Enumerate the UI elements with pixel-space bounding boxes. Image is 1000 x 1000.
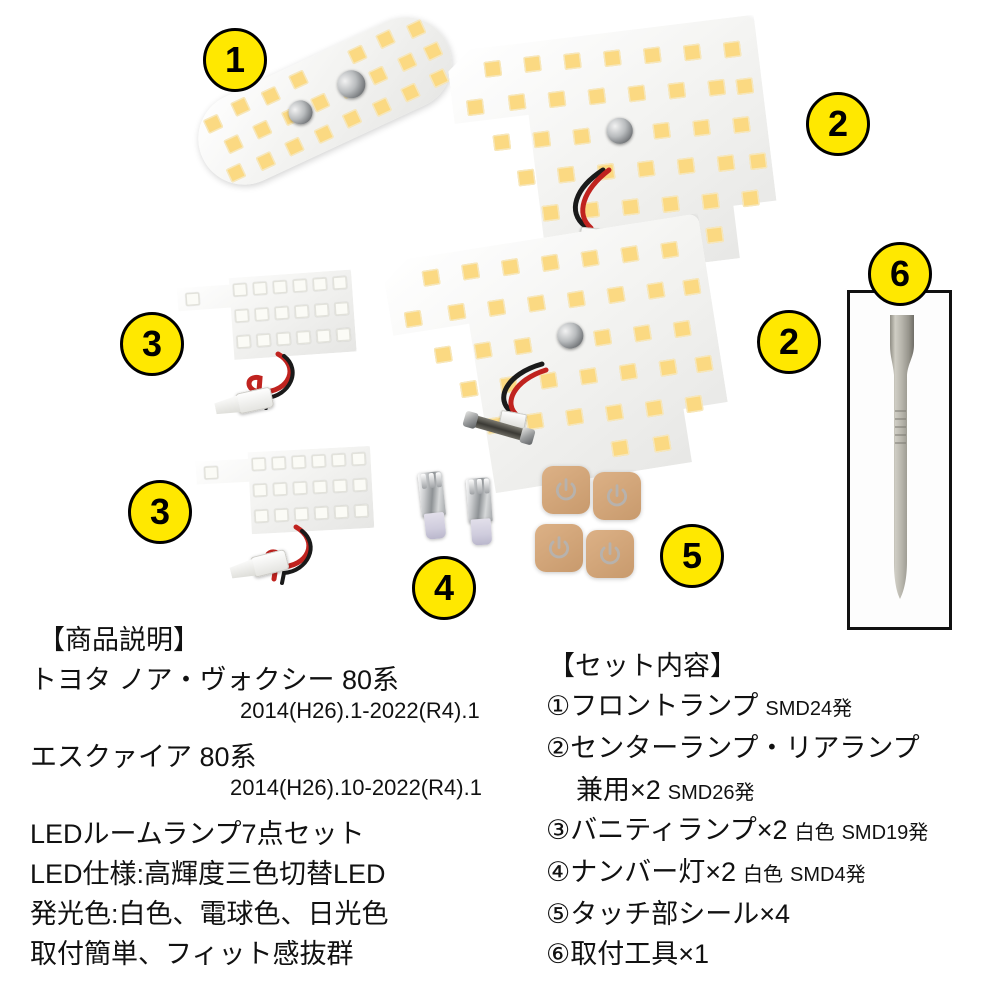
set-item-2-label: センターランプ・リアランプ [570, 733, 920, 763]
set-item-3-marker: ③ [546, 815, 571, 845]
set-item-4-marker: ④ [546, 857, 571, 887]
touch-sticker-2 [593, 472, 641, 520]
install-pry-tool [878, 311, 926, 611]
set-item-6-label: 取付工具×1 [570, 939, 710, 969]
set-item-1-label: フロントランプ [570, 691, 759, 721]
set-item-4-color: 白色 [743, 864, 784, 886]
callout-badge-3-lower: 3 [128, 480, 192, 544]
pry-tool-shape [890, 315, 914, 599]
set-item-3-spec: SMD19発 [841, 822, 929, 844]
set-item-1-spec: SMD24発 [765, 698, 853, 720]
description-line-fit: 取付簡単、フィット感抜群 [30, 939, 354, 969]
power-symbol-icon [606, 484, 628, 507]
description-line-colors: 発光色:白色、電球色、日光色 [30, 899, 389, 929]
set-item-2-spec: SMD26発 [667, 782, 755, 804]
description-line-spec: LED仕様:高輝度三色切替LED [30, 859, 386, 889]
set-contents-heading: 【セット内容】 [548, 651, 737, 681]
center-rear-lamp-screw-post-lower [555, 320, 586, 351]
touch-sticker-3 [535, 524, 583, 572]
set-item-4-spec: SMD4発 [790, 864, 866, 886]
power-symbol-icon [555, 478, 577, 501]
callout-badge-6: 6 [868, 242, 932, 306]
set-item-4-label: ナンバー灯×2 [570, 857, 737, 887]
description-heading: 【商品説明】 [38, 625, 200, 655]
center-rear-lamp-screw-post-upper [605, 116, 635, 146]
power-symbol-icon [548, 536, 570, 559]
set-item-2: ②センターランプ・リアランプ [546, 726, 920, 765]
description-date-esquire: 2014(H26).10-2022(R4).1 [230, 775, 482, 800]
set-item-2-continued: 兼用×2 SMD26発 [576, 768, 755, 807]
license-plate-bulb-2 [463, 477, 498, 547]
festoon-wire-upper [545, 167, 655, 258]
set-item-1-marker: ① [546, 691, 571, 721]
install-tool-frame [847, 290, 952, 630]
front-lamp-screw-post-2 [332, 65, 371, 103]
description-line-set: LEDルームランプ7点セット [30, 819, 365, 849]
set-item-2-marker: ② [546, 733, 571, 763]
set-item-2-label2: 兼用×2 [576, 775, 661, 805]
touch-sticker-1 [542, 466, 590, 514]
set-item-1: ①フロントランプ SMD24発 [546, 684, 852, 723]
power-symbol-icon [599, 542, 621, 565]
description-line-vehicle-noah: トヨタ ノア・ヴォクシー 80系 [30, 665, 400, 695]
callout-badge-1: 1 [203, 28, 267, 92]
set-item-5: ⑤タッチ部シール×4 [546, 892, 790, 931]
callout-badge-2-lower: 2 [757, 310, 821, 374]
description-date-noah: 2014(H26).1-2022(R4).1 [240, 698, 480, 723]
set-item-3-color: 白色 [794, 822, 835, 844]
set-item-6-marker: ⑥ [546, 939, 571, 969]
set-item-5-marker: ⑤ [546, 899, 571, 929]
set-item-4: ④ナンバー灯×2 白色 SMD4発 [546, 850, 866, 889]
set-item-5-label: タッチ部シール×4 [570, 899, 791, 929]
callout-badge-4: 4 [412, 556, 476, 620]
callout-badge-2-upper: 2 [806, 92, 870, 156]
description-line-vehicle-esquire: エスクァイア 80系 [30, 742, 257, 772]
callout-badge-3-upper: 3 [120, 312, 184, 376]
set-item-3: ③バニティランプ×2 白色 SMD19発 [546, 808, 928, 847]
set-item-3-label: バニティランプ×2 [570, 815, 788, 845]
set-item-6: ⑥取付工具×1 [546, 932, 709, 971]
callout-badge-5: 5 [660, 524, 724, 588]
touch-sticker-4 [586, 530, 634, 578]
